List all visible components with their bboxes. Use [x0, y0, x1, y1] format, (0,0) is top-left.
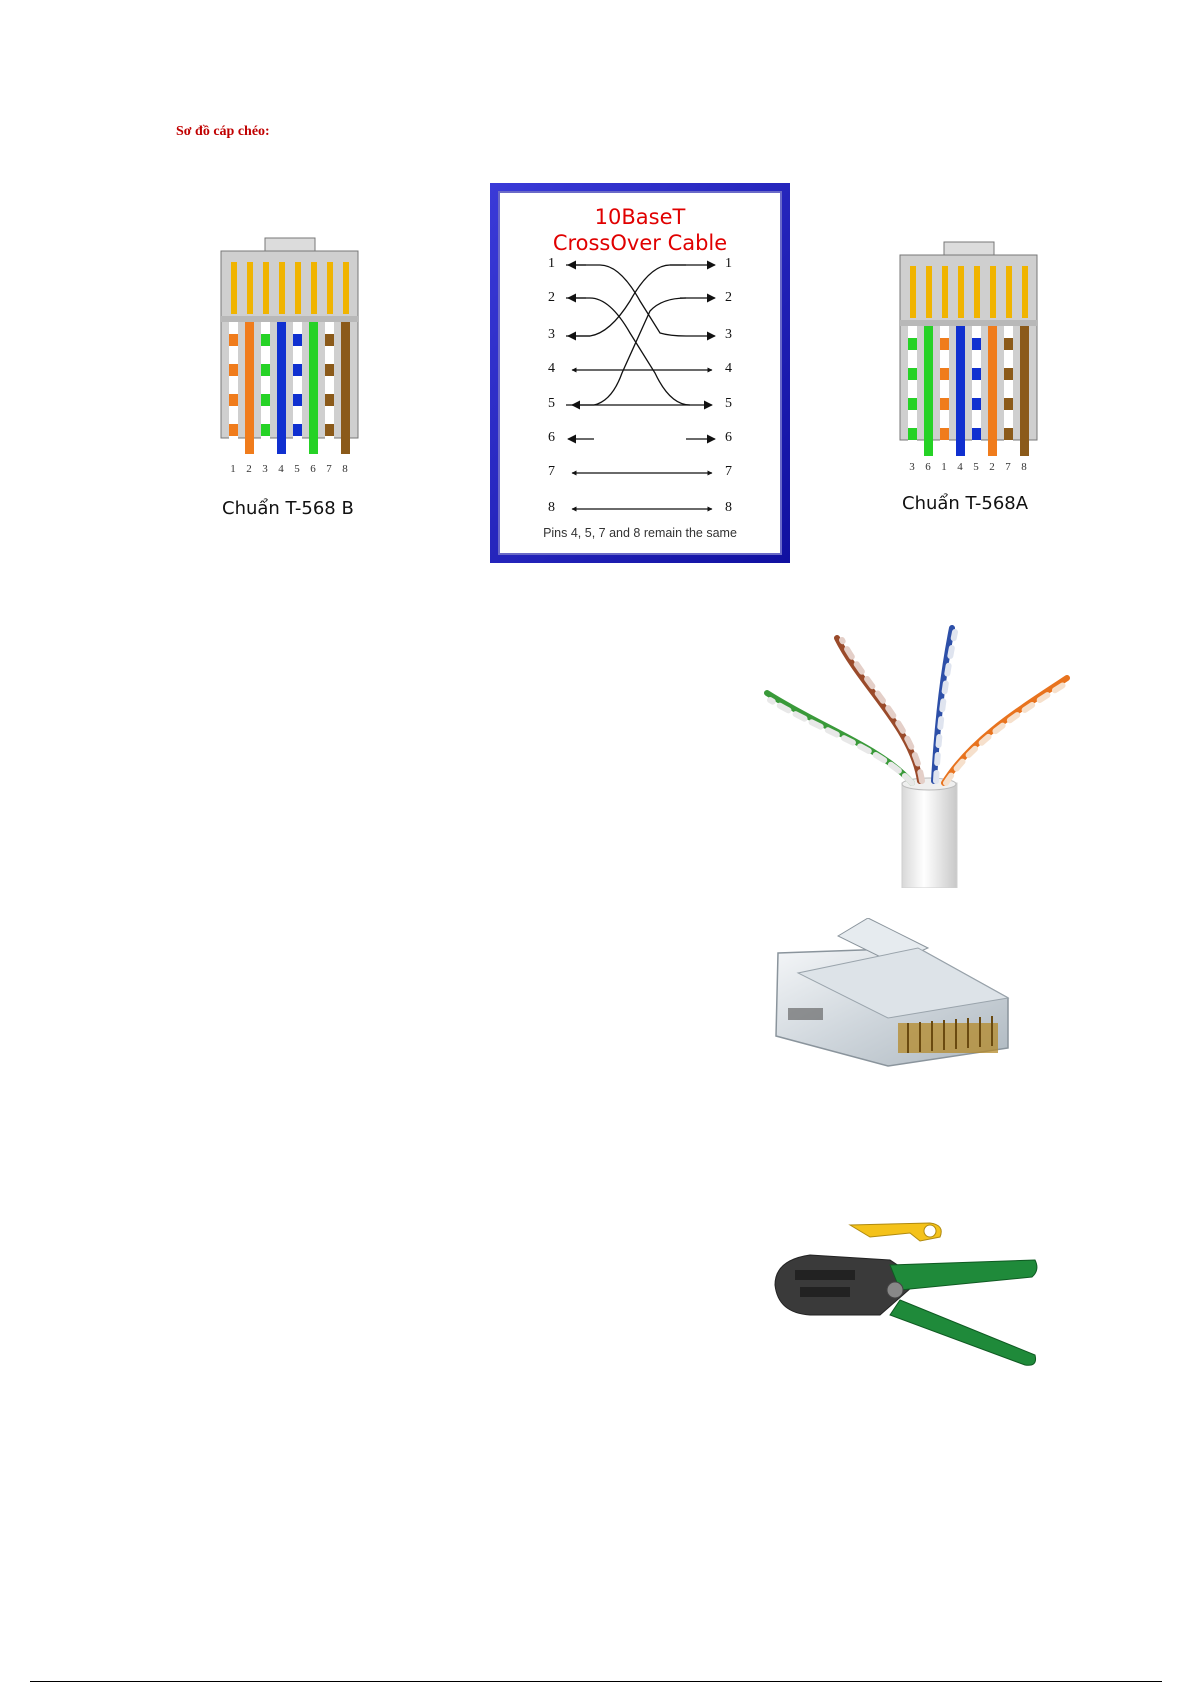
pin-label: 8 [548, 500, 555, 516]
pin-numbers-t568a: 3 6 1 4 5 2 7 8 [901, 461, 1046, 475]
pin-number: 2 [242, 463, 256, 475]
pin-number: 5 [969, 461, 983, 473]
pin-label: 7 [725, 464, 732, 480]
pin-label: 1 [548, 256, 555, 272]
crossover-right-pins: 1 2 3 4 5 6 7 8 [725, 183, 739, 563]
pin-number: 4 [274, 463, 288, 475]
utp-cable-photo [762, 618, 1072, 888]
pin-label: 4 [548, 361, 555, 377]
rj45-diagram-t568b [217, 234, 362, 459]
pin-label: 3 [548, 327, 555, 343]
crimping-tool-photo [770, 1215, 1040, 1375]
pin-label: 8 [725, 500, 732, 516]
pin-label: 3 [725, 327, 732, 343]
crossover-title-line2: CrossOver Cable [490, 231, 790, 255]
crossover-title-line1: 10BaseT [490, 205, 790, 229]
pin-label: 6 [725, 430, 732, 446]
pin-number: 8 [1017, 461, 1031, 473]
pin-label: 2 [548, 290, 555, 306]
pin-number: 3 [258, 463, 272, 475]
rj45-t568b-illustration [217, 234, 362, 459]
t568b-caption: Chuẩn T-568 B [222, 498, 354, 519]
pin-number: 7 [1001, 461, 1015, 473]
crossover-diagram: 10BaseT CrossOver Cable 1 2 3 4 5 6 7 8 … [490, 183, 790, 563]
pin-number: 6 [306, 463, 320, 475]
pin-label: 5 [725, 396, 732, 412]
pin-number: 8 [338, 463, 352, 475]
pin-numbers-t568b: 1 2 3 4 5 6 7 8 [222, 463, 367, 477]
pin-label: 1 [725, 256, 732, 272]
pin-number: 1 [226, 463, 240, 475]
rj45-diagram-t568a [896, 238, 1041, 460]
pin-number: 5 [290, 463, 304, 475]
rj45-t568a-illustration [896, 238, 1041, 460]
crossover-footer: Pins 4, 5, 7 and 8 remain the same [490, 526, 790, 540]
crossover-left-pins: 1 2 3 4 5 6 7 8 [548, 183, 562, 563]
pin-number: 7 [322, 463, 336, 475]
pin-label: 5 [548, 396, 555, 412]
pin-label: 6 [548, 430, 555, 446]
pin-label: 4 [725, 361, 732, 377]
pin-label: 2 [725, 290, 732, 306]
pin-number: 1 [937, 461, 951, 473]
footer-rule [30, 1681, 1162, 1682]
pin-label: 7 [548, 464, 555, 480]
t568a-caption: Chuẩn T-568A [902, 493, 1028, 514]
section-heading: Sơ đồ cáp chéo: [176, 124, 270, 140]
pin-number: 4 [953, 461, 967, 473]
pin-number: 2 [985, 461, 999, 473]
rj45-plug-photo [768, 918, 1014, 1068]
pin-number: 3 [905, 461, 919, 473]
pin-number: 6 [921, 461, 935, 473]
